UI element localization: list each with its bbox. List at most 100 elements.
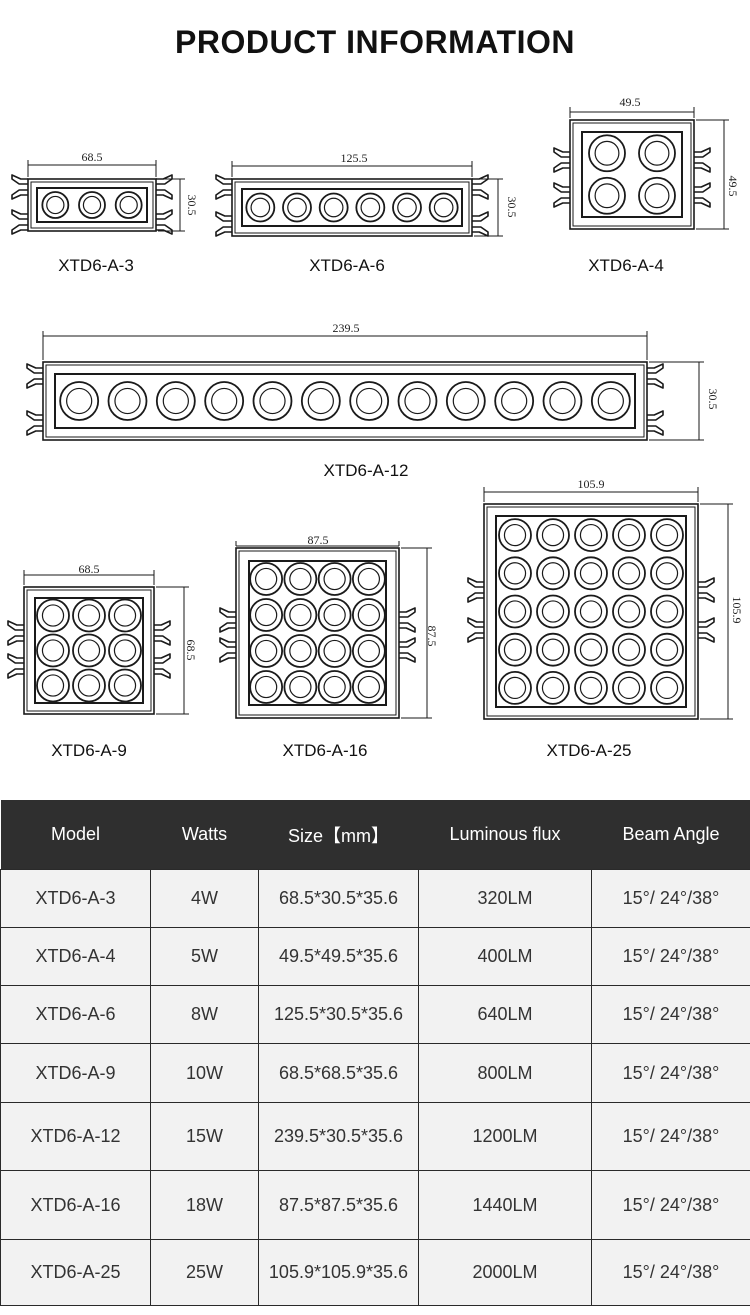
lens-inner-ring [66,387,93,415]
light-fixture-outline [11,160,185,235]
lens-inner-ring [644,183,670,209]
lens-inner-ring [655,676,679,700]
spring-clip [156,224,173,235]
spring-clip [154,620,171,631]
spring-clip [472,211,489,222]
spring-clip [698,592,715,603]
lens-inner-ring [259,387,286,415]
table-row: XTD6-A-12 15W 239.5*30.5*35.6 1200LM 15°… [0,1102,750,1171]
lens-outer-ring [252,381,293,421]
lens-outer-ring [650,518,684,552]
lens-inner-ring [254,675,278,699]
cell-model: XTD6-A-6 [0,985,151,1044]
spring-clip [553,182,570,193]
lens-outer-ring [397,381,438,421]
cell-watts: 4W [150,869,259,928]
lens-outer-ring [283,670,318,704]
cell-model: XTD6-A-4 [0,927,151,986]
cell-model: XTD6-A-9 [0,1043,151,1103]
cell-beam-angle: 15°/ 24°/38° [591,1102,750,1171]
width-dimension: 239.5 [333,321,360,335]
cell-watts: 8W [150,985,259,1044]
lens-inner-ring [579,600,603,623]
lens-outer-ring [245,192,276,223]
lens-outer-ring [498,671,532,705]
spring-clip [215,189,232,200]
lens-inner-ring [162,387,189,415]
lens-outer-ring [78,191,106,219]
housing-inner-frame [30,181,154,229]
column-header-beam-angle: Beam Angle [591,800,750,870]
drawing-xtd6-a-12: 239.5 30.5 XTD6-A-12 [26,321,720,480]
table-row: XTD6-A-25 25W 105.9*105.9*35.6 2000LM 15… [0,1239,750,1306]
lens-inner-ring [289,567,312,591]
spring-clip [156,209,173,220]
spring-clip [694,162,711,173]
lens-outer-ring [317,670,352,704]
spring-clip [698,577,715,588]
spring-clip [472,189,489,200]
product-drawings: 68.5 30.5 XTD6-A-3 125.5 30.5 XTD6-A-6 4… [7,95,744,760]
lens-outer-ring [574,632,608,667]
lens-outer-ring [650,632,684,667]
lens-outer-ring [317,562,352,596]
lens-panel [34,597,144,704]
lens-outer-ring [349,381,390,421]
spring-clip [26,410,43,421]
cell-beam-angle: 15°/ 24°/38° [591,927,750,986]
lens-outer-ring [498,632,532,667]
lens-inner-ring [114,387,141,415]
lens-outer-ring [351,670,386,704]
cell-watts: 15W [150,1102,259,1171]
spring-clip [219,652,236,663]
lens-inner-ring [501,387,528,415]
lens-outer-ring [41,191,70,219]
width-dimension: 68.5 [82,150,103,164]
cell-watts: 18W [150,1170,259,1240]
light-fixture-outline [553,107,729,230]
housing-inner-frame [238,550,397,716]
cell-model: XTD6-A-16 [0,1170,151,1240]
lens-inner-ring [77,639,101,662]
cell-luminous-flux: 640LM [418,985,592,1044]
lens-panel [241,188,463,227]
spring-clip [215,226,232,237]
column-header-model: Model [0,800,151,870]
cell-beam-angle: 15°/ 24°/38° [591,1043,750,1103]
spring-clip [467,577,484,588]
column-header-size: Size【mm】 [258,800,419,870]
spring-clip [11,224,28,235]
lens-outer-ring [650,556,684,591]
spring-clip [219,637,236,648]
lens-inner-ring [655,562,679,585]
model-caption: XTD6-A-16 [282,741,367,760]
table-row: XTD6-A-16 18W 87.5*87.5*35.6 1440LM 15°/… [0,1170,750,1240]
lens-inner-ring [287,197,307,218]
model-caption: XTD6-A-12 [323,461,408,480]
lens-outer-ring [59,381,100,421]
lens-outer-ring [317,634,352,668]
lens-inner-ring [323,567,346,591]
lens-inner-ring [541,676,565,700]
lens-inner-ring [404,387,431,415]
spring-clip [156,189,173,200]
cell-beam-angle: 15°/ 24°/38° [591,985,750,1044]
drawing-xtd6-a-25: 105.9 105.9 XTD6-A-25 [467,477,744,760]
lens-outer-ring [300,381,341,421]
lens-inner-ring [597,387,624,415]
lens-outer-ring [108,668,142,703]
spring-clip [399,637,416,648]
lens-inner-ring [289,639,312,663]
lens-inner-ring [41,639,65,662]
lens-inner-ring [254,639,278,663]
lens-outer-ring [318,192,349,223]
lens-inner-ring [594,183,620,209]
spring-clip [698,617,715,628]
spring-clip [154,653,171,664]
spring-clip [7,620,24,631]
lens-inner-ring [541,600,565,623]
lens-outer-ring [249,670,284,704]
lens-inner-ring [452,387,479,415]
lens-outer-ring [283,598,318,632]
housing-inner-frame [26,589,152,712]
